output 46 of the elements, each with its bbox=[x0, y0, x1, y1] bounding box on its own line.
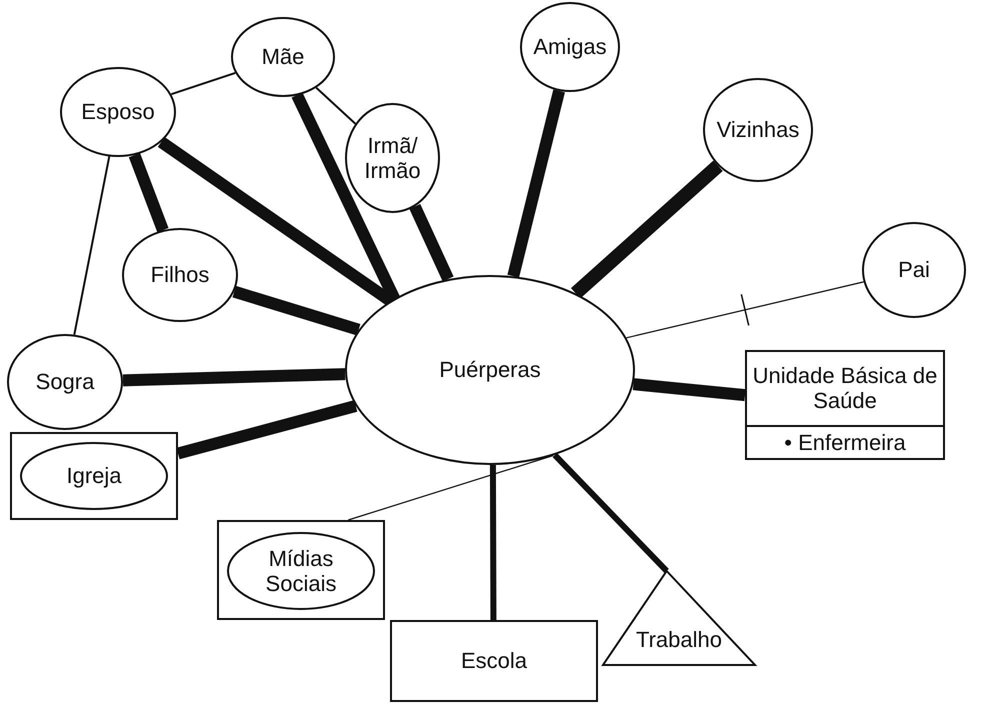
node-label: Igreja bbox=[66, 463, 122, 489]
node-label: Escola bbox=[460, 648, 528, 674]
box-node bbox=[10, 432, 178, 520]
ellipse-node bbox=[231, 17, 335, 97]
connector-line bbox=[507, 89, 565, 278]
node-label: Trabalho bbox=[636, 626, 722, 652]
connector-line bbox=[570, 160, 723, 299]
connector-line bbox=[409, 204, 454, 282]
ellipse-node bbox=[60, 67, 176, 157]
node-label: Pai bbox=[898, 257, 930, 283]
ellipse-node bbox=[862, 222, 966, 318]
connector-line bbox=[170, 72, 236, 96]
node-detail: • Enfermeira bbox=[747, 424, 943, 458]
ellipse-node bbox=[7, 334, 123, 430]
node-label: Irmã/ Irmão bbox=[363, 132, 422, 184]
connector-line bbox=[632, 378, 746, 402]
node-label: Mídias Sociais bbox=[264, 546, 338, 596]
node-label: Esposo bbox=[81, 99, 155, 125]
ellipse-node bbox=[227, 532, 375, 610]
connector-line bbox=[552, 452, 669, 574]
connector-line bbox=[232, 286, 360, 336]
connector-line bbox=[292, 92, 400, 303]
box-node bbox=[217, 520, 385, 620]
connector-line bbox=[626, 281, 864, 338]
node-label: Mãe bbox=[262, 44, 304, 70]
split-box-node bbox=[745, 350, 945, 460]
ellipse-node bbox=[520, 2, 620, 92]
node-label: Amigas bbox=[533, 34, 607, 60]
connector-line bbox=[176, 400, 358, 460]
node-label: Filhos bbox=[150, 262, 210, 288]
ellipse-node bbox=[345, 275, 635, 465]
node-label: Unidade Básica de Saúde bbox=[752, 362, 938, 416]
connector-line bbox=[316, 86, 356, 124]
connector-line bbox=[490, 464, 496, 620]
ellipse-node bbox=[345, 103, 440, 213]
ellipse-node bbox=[122, 228, 238, 322]
ellipse-node bbox=[20, 442, 168, 510]
node-label: Vizinhas bbox=[716, 117, 800, 143]
ellipse-node bbox=[703, 78, 813, 182]
node-label: Puérperas bbox=[439, 357, 541, 383]
connector-line bbox=[73, 156, 110, 335]
triangle-node bbox=[602, 570, 756, 666]
connector-line bbox=[348, 454, 554, 521]
box-node bbox=[390, 620, 598, 702]
connector-line bbox=[122, 368, 346, 386]
node-label: Sogra bbox=[36, 369, 94, 395]
